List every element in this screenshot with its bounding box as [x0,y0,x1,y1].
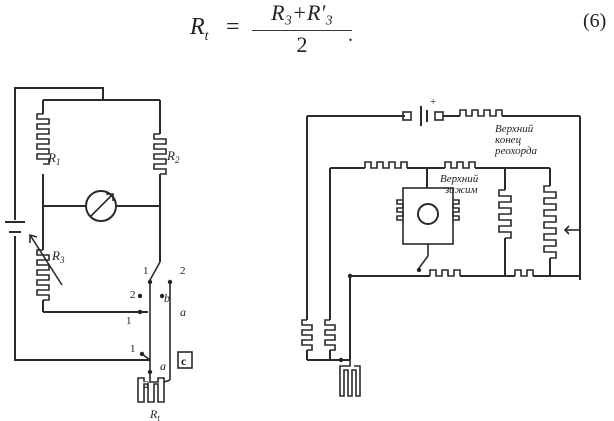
label-upper-end-2: конец [495,134,522,146]
battery-terminal-left [402,111,412,121]
formula-6: Rt = R₃+R′₃ 2 . (6) [0,0,614,60]
label-upper-end-1: Верхний [495,123,534,135]
switch-blade-bottom [141,353,151,361]
resistor-r1 [36,113,50,165]
left-bridge-diagram: R1 R2 R3 1 2 2 b 1 a 1 [5,87,193,421]
slide-wire-left [498,189,512,239]
galvanometer-arrow [89,193,114,218]
switch-contact-1-left [137,309,143,315]
formula-period: . [348,24,353,46]
galvanometer-housing [402,187,454,245]
label-upper-clamp-2: зажим [444,184,478,196]
label-upper-clamp-1: Верхний [440,173,479,185]
formula-numerator: R₃+R′₃ [271,0,333,25]
galvanometer-arrowhead [106,193,114,201]
switch-contact-2-bottom [147,369,153,375]
resistor-r3 [36,249,50,301]
label-switch-1-top: 1 [143,265,149,277]
top-resistor [459,109,503,117]
r3-arrowhead [29,233,38,243]
formula-lhs: Rt [190,14,209,44]
label-rt: Rt [149,407,160,421]
label-switch-2-left: 2 [130,289,136,301]
label-r2: R2 [166,148,180,165]
formula-denominator: 2 [296,32,308,57]
ratio-resistor-right [444,161,476,169]
key-contact [416,267,422,273]
terminal-b-dot [159,293,165,299]
fraction-bar [252,30,352,31]
resistor-rt [137,376,165,403]
galvanometer-right-coil [452,199,460,221]
resistor-r2 [153,133,167,175]
galvanometer-left-coil [396,199,404,221]
thermometer-resistor [339,360,361,397]
label-battery-plus: + [430,96,436,108]
battery-terminal-right [434,111,444,121]
equals-sign: = [226,14,240,40]
label-r1: R1 [47,150,60,167]
switch-contact-2-left [137,293,143,299]
label-terminal-a-bottom: a [160,359,166,373]
label-upper-end-3: реохорда [494,145,538,157]
label-switch-1-bottom: 1 [130,343,136,355]
galvanometer-icon [417,203,439,225]
label-switch-2-top: 2 [180,265,186,277]
r3-variable-arrow [29,234,63,286]
lead-resistor-mid [324,319,336,351]
ratio-resistor-left [364,161,408,169]
label-r3: R3 [51,248,65,265]
rheochord-resistor [543,185,557,259]
switch-blade-top [149,261,161,281]
galvanometer-key [418,255,429,269]
wire-top-left [14,87,104,220]
label-terminal-b: b [164,291,170,305]
lead-node [338,357,344,363]
lead-resistor-left [301,319,313,351]
rheochord-slider-arrow [563,225,570,235]
wire-bottom-left [14,236,150,361]
equation-number: (6) [583,10,607,32]
terminal-c-box [177,351,193,369]
bottom-resistor-1 [429,269,461,277]
galvanometer-icon [85,190,117,222]
right-bridge-diagram: + Верхний конец реохорда Верхний зажим [301,96,581,397]
label-terminal-c: c [181,354,187,368]
label-switch-2-bottom: 2 [144,379,150,391]
wire-rt-right [163,379,171,383]
label-switch-1-left: 1 [126,315,132,327]
label-terminal-a: a [180,305,186,319]
bottom-resistor-2 [514,269,534,277]
